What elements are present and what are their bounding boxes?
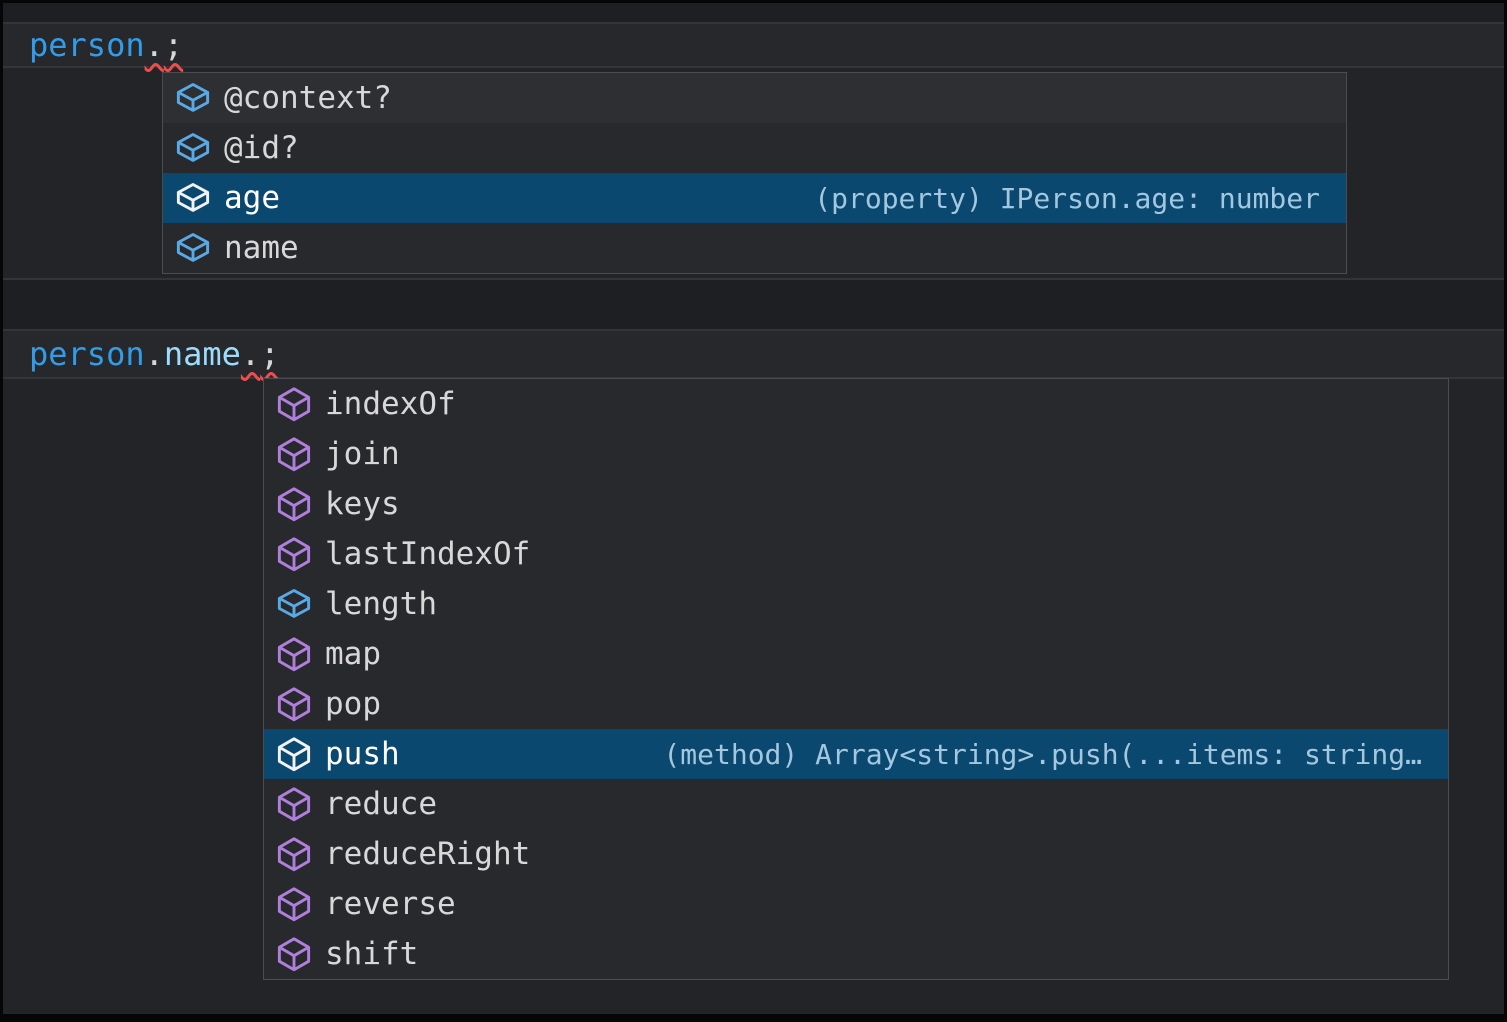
code-token: .	[144, 26, 164, 64]
suggestion-item-push[interactable]: push (method) Array<string>.push(...items…	[264, 729, 1448, 779]
symbol-method-icon	[277, 537, 311, 572]
code-token: person	[29, 26, 145, 64]
symbol-method-icon	[277, 837, 311, 872]
code-token: name	[163, 335, 241, 373]
suggestion-label: length	[325, 586, 437, 622]
suggestion-item-reduce[interactable]: reduce	[264, 779, 1448, 829]
suggestion-item-join[interactable]: join	[264, 429, 1448, 479]
suggestion-label: pop	[325, 686, 381, 722]
suggestion-item-id[interactable]: @id?	[163, 123, 1346, 173]
symbol-field-icon	[277, 589, 311, 618]
suggestion-label: @context?	[224, 80, 392, 116]
current-line-highlight	[3, 331, 1504, 377]
suggestion-item-age[interactable]: age (property) IPerson.age: number	[163, 173, 1346, 223]
code-editor[interactable]: person.; person.name.; @context?@id?age(…	[3, 3, 1504, 1014]
suggestion-label: map	[325, 636, 381, 672]
symbol-field-icon	[176, 183, 210, 212]
suggestion-label: name	[224, 230, 299, 266]
suggestion-item-context[interactable]: @context?	[163, 73, 1346, 123]
current-line-highlight	[3, 24, 1504, 66]
code-line-person[interactable]: person.;	[29, 24, 183, 66]
symbol-method-icon	[277, 787, 311, 822]
empty-line-band	[3, 280, 1504, 329]
code-token: ;	[163, 26, 184, 64]
suggestion-item-keys[interactable]: keys	[264, 479, 1448, 529]
suggestion-item-reverse[interactable]: reverse	[264, 879, 1448, 929]
symbol-field-icon	[176, 83, 210, 112]
code-line-person-name[interactable]: person.name.;	[29, 331, 279, 377]
suggest-widget-person: @context? @id? age (property) IPerson.age: …	[162, 72, 1347, 274]
symbol-method-icon	[277, 387, 311, 422]
suggestion-label: reduceRight	[325, 836, 531, 872]
symbol-method-icon	[277, 937, 311, 972]
suggestion-item-shift[interactable]: shift	[264, 929, 1448, 979]
suggestion-item-length[interactable]: length	[264, 579, 1448, 629]
code-token: .	[240, 335, 261, 373]
suggestion-label: reduce	[325, 786, 437, 822]
suggestion-detail: (method) Array<string>.push(...items: st…	[663, 737, 1422, 771]
suggestion-item-indexof[interactable]: indexOf	[264, 379, 1448, 429]
symbol-field-icon	[176, 133, 210, 162]
suggestion-label: age	[224, 180, 280, 216]
symbol-method-icon	[277, 737, 311, 772]
suggestion-label: lastIndexOf	[325, 536, 531, 572]
line-separator	[3, 329, 1504, 331]
suggestion-item-pop[interactable]: pop	[264, 679, 1448, 729]
symbol-method-icon	[277, 487, 311, 522]
suggestion-label: join	[325, 436, 400, 472]
suggestion-item-name[interactable]: name	[163, 223, 1346, 273]
suggestion-label: keys	[325, 486, 400, 522]
suggestion-detail: (property) IPerson.age: number	[814, 181, 1320, 215]
symbol-method-icon	[277, 437, 311, 472]
line-separator	[3, 66, 1504, 68]
suggest-widget-person-name: indexOf join keys lastIndexOf length map pop pu…	[263, 378, 1449, 980]
suggestion-label: indexOf	[325, 386, 456, 422]
suggestion-label: @id?	[224, 130, 299, 166]
code-token: person	[29, 335, 145, 373]
suggestion-item-map[interactable]: map	[264, 629, 1448, 679]
code-token: .	[144, 335, 164, 373]
symbol-method-icon	[277, 637, 311, 672]
suggestion-item-reduceright[interactable]: reduceRight	[264, 829, 1448, 879]
suggestion-item-lastindexof[interactable]: lastIndexOf	[264, 529, 1448, 579]
code-token: ;	[260, 335, 280, 373]
suggestion-label: push	[325, 736, 400, 772]
line-separator	[3, 22, 1504, 24]
empty-line-band	[3, 3, 1504, 22]
line-separator	[3, 278, 1504, 280]
suggestion-label: shift	[325, 936, 419, 972]
suggestion-label: reverse	[325, 886, 456, 922]
symbol-field-icon	[176, 233, 210, 262]
symbol-method-icon	[277, 687, 311, 722]
symbol-method-icon	[277, 887, 311, 922]
